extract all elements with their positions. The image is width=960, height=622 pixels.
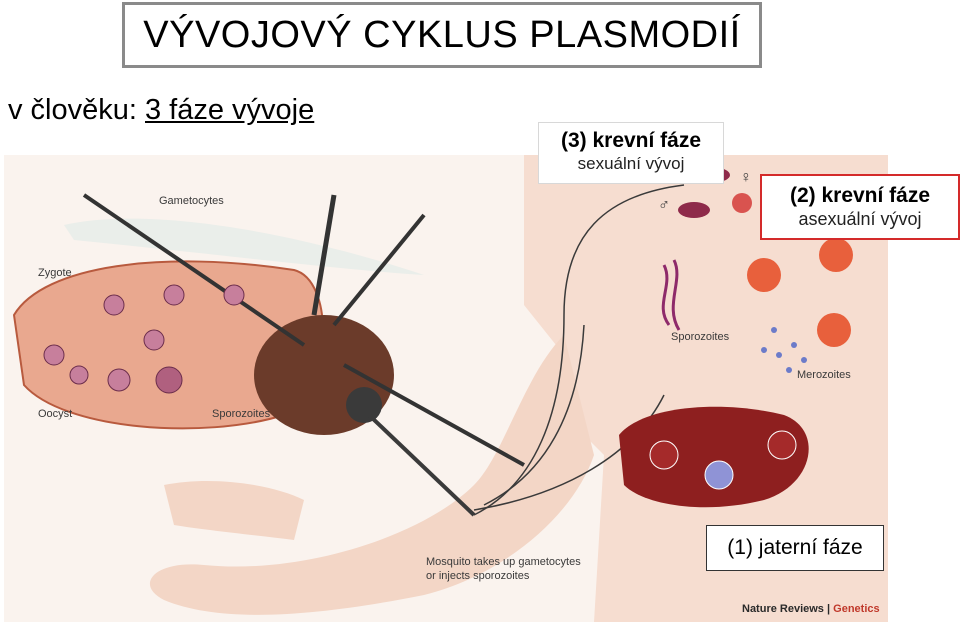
oocyst-1	[69, 365, 89, 385]
lifecycle-figure: Gametocytes Zygote Oocyst Sporozoites Sp…	[4, 155, 888, 622]
liver-cell-2	[704, 460, 734, 490]
gut-cell-4	[223, 284, 245, 306]
credit-separator: |	[823, 603, 834, 615]
oocyst-2	[107, 368, 131, 392]
human-body-shape	[524, 155, 888, 622]
human-hand-shape	[164, 480, 304, 540]
gut-cell-3	[163, 284, 185, 306]
phase1-box: (1) jaterní fáze	[706, 525, 884, 571]
subtitle-underlined: 3 fáze vývoje	[145, 94, 315, 126]
male-symbol: ♂	[658, 197, 670, 214]
female-symbol: ♀	[740, 169, 752, 186]
liver	[619, 406, 809, 508]
credit-journal: Nature Reviews	[742, 603, 824, 615]
blood-cell-3	[817, 313, 851, 347]
liver-cell-1	[649, 440, 679, 470]
blood-cell-2	[819, 238, 853, 272]
merozoite-dot	[771, 327, 777, 333]
gut-cell-1	[43, 344, 65, 366]
subtitle: v člověku: 3 fáze vývoje	[8, 94, 314, 127]
label-oocyst: Oocyst	[38, 408, 73, 420]
phase3-title: (3) krevní fáze	[560, 129, 702, 152]
mosquito-wing	[64, 218, 424, 275]
phase3-box: (3) krevní fáze sexuální vývoj	[538, 122, 724, 184]
blood-cell-4	[732, 193, 752, 213]
figure-caption: Mosquito takes up gametocytes or injects…	[426, 555, 581, 583]
merozoite-dot	[761, 347, 767, 353]
mosquito-proboscis	[367, 413, 476, 517]
label-merozoites: Merozoites	[797, 369, 851, 381]
gut-cell-5	[143, 329, 165, 351]
subtitle-prefix: v člověku:	[8, 94, 145, 126]
figure-credit: Nature Reviews | Genetics	[742, 603, 880, 615]
lifecycle-illustration	[12, 155, 888, 622]
oocyst-3	[155, 366, 183, 394]
gut-cell-2	[103, 294, 125, 316]
credit-section: Genetics	[833, 603, 880, 615]
liver-cell-3	[767, 430, 797, 460]
vessel-path-1	[473, 184, 685, 516]
gametocyte-1	[678, 202, 710, 218]
caption-line-2: or injects sporozoites	[426, 570, 530, 582]
phase2-title: (2) krevní fáze	[789, 184, 931, 207]
label-sporozoites-body: Sporozoites	[671, 331, 730, 343]
caption-line-1: Mosquito takes up gametocytes	[426, 556, 581, 568]
sporozoite-squiggle	[671, 259, 681, 331]
mosquito-leg-3	[343, 363, 525, 467]
phase2-subtitle: asexuální vývoj	[798, 209, 922, 229]
merozoite-dot	[801, 357, 807, 363]
mosquito-leg-4	[82, 193, 306, 347]
phase1-title: (1) jaterní fáze	[727, 536, 863, 559]
mosquito-leg-1	[311, 194, 337, 316]
label-zygote: Zygote	[38, 267, 72, 279]
page-title: VÝVOJOVÝ CYKLUS PLASMODIÍ	[122, 2, 762, 68]
phase3-subtitle: sexuální vývoj	[577, 154, 685, 173]
phase2-box: (2) krevní fáze asexuální vývoj	[760, 174, 960, 240]
label-gametocytes: Gametocytes	[159, 195, 224, 207]
merozoite-dot	[776, 352, 782, 358]
blood-cell-1	[747, 258, 781, 292]
merozoite-dot	[791, 342, 797, 348]
merozoite-dot	[786, 367, 792, 373]
label-sporozoites-mosquito: Sporozoites	[212, 408, 271, 420]
mosquito-head	[346, 387, 382, 423]
vessel-path-2	[483, 324, 585, 506]
human-arm-shape	[149, 335, 594, 615]
sporozoite-squiggle	[661, 264, 671, 326]
mosquito-leg-2	[332, 213, 426, 327]
